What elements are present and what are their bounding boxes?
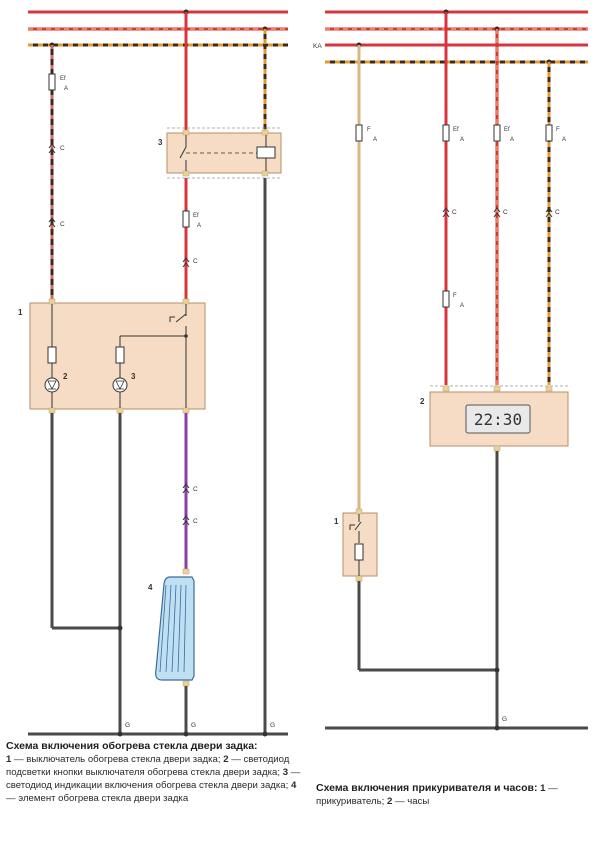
clock-lcd [465, 404, 531, 434]
component-number-switch: 1 [18, 308, 23, 317]
clock-display: 22:30 [474, 410, 522, 429]
right-diagram: KA F A Ef A C F A Ef A C F A C [313, 9, 588, 731]
component-number-heater: 4 [148, 583, 153, 592]
fuse-right-4-label-f: Ef [504, 127, 510, 133]
fuse-left-1 [48, 73, 56, 91]
connector-label: C [60, 221, 65, 228]
legend-text: светодиод подсветки кнопки выключателя о… [6, 754, 290, 778]
component-number-lighter: 1 [334, 517, 339, 526]
legend-text: элемент обогрева стекла двери задка [18, 793, 189, 804]
legend-text: выключатель обогрева стекла двери задка; [26, 754, 221, 765]
fuse-right-1 [355, 124, 363, 142]
connector-label: C [193, 518, 198, 525]
left-diagram-caption: Схема включения обогрева стекла двери за… [6, 740, 301, 804]
ground-label: G [502, 716, 507, 723]
fuse-right-4-label-a: A [510, 137, 514, 143]
legend-text: светодиод индикации включения обогрева с… [6, 780, 289, 791]
bus-label-ka: KA [313, 43, 322, 50]
fuse-right-3-label-a: A [460, 303, 464, 309]
fuse-right-5-label-f: F [556, 127, 560, 133]
connector-label: C [193, 486, 198, 493]
right-caption-title: Схема включения прикуривателя и часов: [316, 782, 538, 794]
ground-label: G [270, 722, 275, 729]
rear-window-heater [155, 576, 195, 681]
connector-label: C [555, 209, 560, 216]
fuse-right-2-label-a: A [460, 137, 464, 143]
legend-number: 2 [386, 796, 393, 807]
ground-label: G [125, 722, 130, 729]
legend-number: 2 [223, 754, 229, 765]
led-icon [112, 377, 128, 393]
legend-number: 1 [540, 783, 546, 794]
legend-text: прикуриватель; [316, 796, 385, 807]
fuse-right-1-label-f: F [367, 127, 371, 133]
fuse-right-2 [442, 124, 450, 142]
fuse-left-1-label-ef: Ef [60, 76, 66, 82]
fuse-left-2-label-ef: Ef [193, 213, 199, 219]
left-caption-title: Схема включения обогрева стекла двери за… [6, 740, 258, 752]
legend-text: часы [407, 796, 430, 807]
legend-number: 3 [282, 767, 289, 778]
right-diagram-caption: Схема включения прикуривателя и часов: 1… [316, 782, 558, 807]
connector-label: C [60, 145, 65, 152]
fuse-right-5-label-a: A [562, 137, 566, 143]
connector-label: C [452, 209, 457, 216]
fuse-right-4 [493, 124, 501, 142]
led-icon [44, 377, 60, 393]
fuse-right-1-label-a: A [373, 137, 377, 143]
component-number-clock: 2 [420, 397, 425, 406]
connector-label: C [503, 209, 508, 216]
fuse-right-5 [545, 124, 553, 142]
fuse-right-3 [442, 290, 450, 308]
connector-label: C [193, 258, 198, 265]
fuse-left-2-label-a: A [197, 223, 201, 229]
relay-coil [256, 146, 276, 159]
fuse-left-1-label-a: A [64, 86, 68, 92]
left-diagram: Ef A C C 3 Ef A C [18, 9, 288, 737]
component-number-led-2: 2 [63, 372, 68, 381]
legend-number: 1 [6, 754, 12, 765]
legend-number: 4 [290, 780, 297, 791]
fuse-right-2-label-ef: Ef [453, 127, 459, 133]
ground-label: G [191, 722, 196, 729]
component-number-led-3: 3 [131, 372, 136, 381]
component-number-relay: 3 [158, 138, 163, 147]
fuse-right-3-label-f: F [453, 293, 457, 299]
fuse-left-2 [182, 210, 190, 228]
